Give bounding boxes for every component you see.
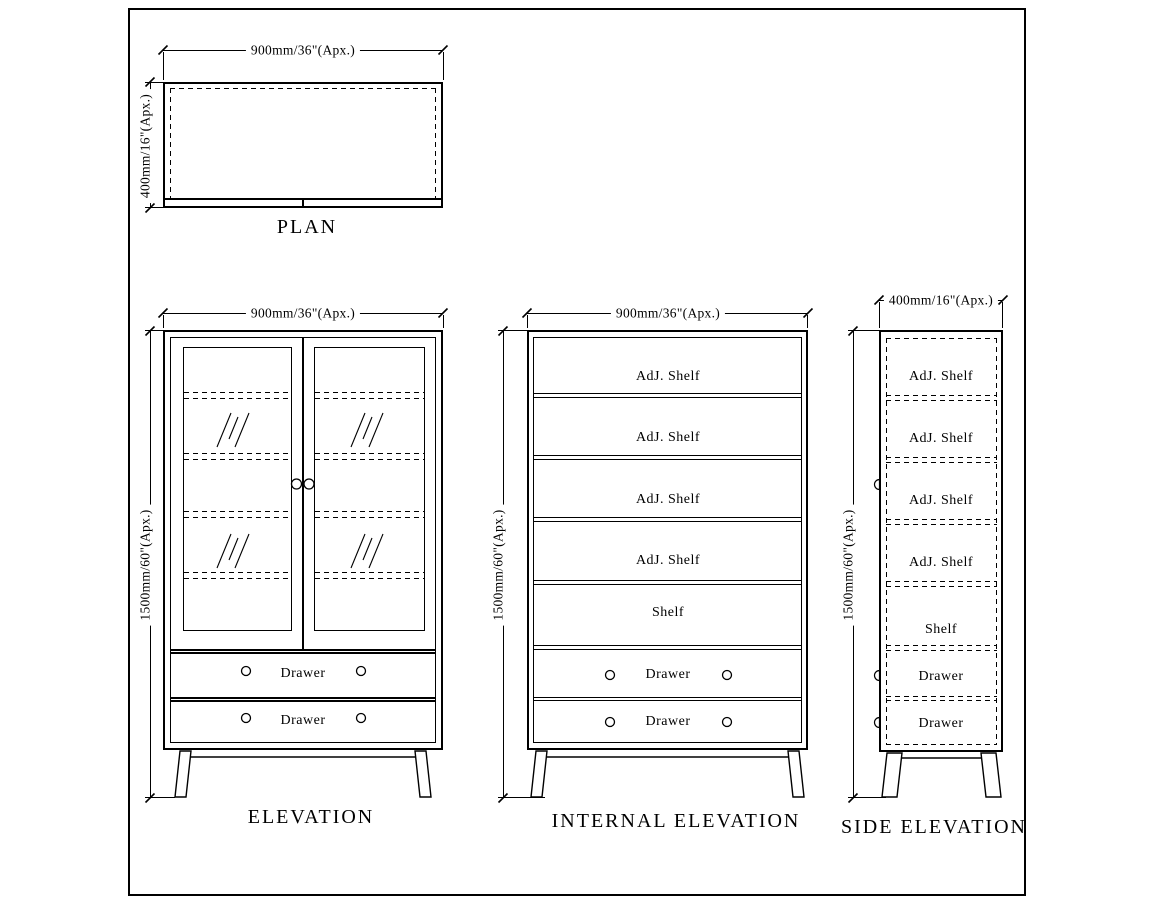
- sheet-border: [128, 8, 1026, 896]
